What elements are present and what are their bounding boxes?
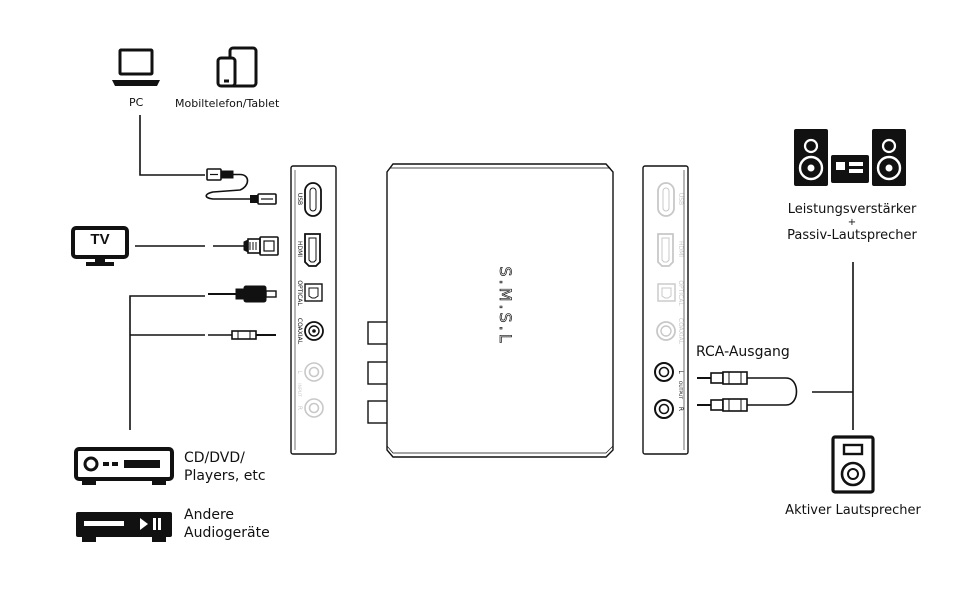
andere-label: Andere Audiogeräte bbox=[184, 506, 270, 542]
amp-label-plus: + bbox=[847, 217, 857, 228]
connection-lines-right bbox=[812, 262, 854, 430]
tv-icon bbox=[71, 226, 129, 266]
left-port-label-optical: OPTICAL bbox=[296, 280, 303, 306]
usb-port bbox=[304, 182, 322, 217]
cd-label-line2: Players, etc bbox=[184, 468, 266, 484]
connection-lines-left bbox=[129, 115, 205, 430]
left-port-label-coaxial: COAXIAL bbox=[296, 318, 303, 345]
right-port-label-hdmi: HDMI bbox=[677, 241, 684, 257]
amp-label: Leistungsverstärker + Passiv-Lautspreche… bbox=[767, 201, 937, 244]
right-port-panel bbox=[642, 165, 689, 455]
coaxial-cable-icon bbox=[208, 330, 276, 340]
brand-logo: S.M.S.L bbox=[496, 266, 515, 345]
cd-dvd-player-icon bbox=[74, 447, 174, 485]
pc-label: PC bbox=[129, 96, 144, 109]
hdmi-cable-icon bbox=[213, 236, 279, 256]
tv-label: TV bbox=[90, 231, 110, 248]
left-port-label-input: INPUT bbox=[296, 383, 302, 397]
amp-label-line1: Leistungsverstärker bbox=[787, 202, 917, 217]
andere-label-line1: Andere bbox=[184, 507, 235, 523]
left-port-label-hdmi: HDMI bbox=[296, 241, 303, 257]
usb-cable-icon bbox=[205, 168, 277, 205]
cd-label: CD/DVD/ Players, etc bbox=[184, 449, 266, 485]
hdmi-port bbox=[304, 233, 321, 267]
left-port-label-l: L bbox=[296, 370, 303, 374]
amp-label-line2: Passiv-Lautsprecher bbox=[787, 228, 917, 243]
active-speaker-label: Aktiver Lautsprecher bbox=[785, 503, 921, 518]
cd-label-line1: CD/DVD/ bbox=[184, 450, 245, 466]
left-port-panel bbox=[290, 165, 337, 455]
mobile-label: Mobiltelefon/Tablet bbox=[175, 97, 280, 110]
stereo-system-icon bbox=[794, 129, 906, 186]
faded-digital-ports bbox=[656, 182, 676, 341]
optical-cable-icon bbox=[208, 285, 277, 303]
smsl-device bbox=[367, 163, 614, 458]
left-port-label-usb: USB bbox=[296, 193, 303, 205]
right-port-label-coaxial: COAXIAL bbox=[677, 318, 684, 345]
laptop-icon bbox=[112, 48, 160, 86]
rca-cable-icon bbox=[697, 371, 798, 412]
rca-input-ports bbox=[304, 362, 324, 418]
optical-port bbox=[304, 283, 323, 302]
media-player-icon bbox=[76, 512, 172, 542]
active-speaker-icon bbox=[831, 435, 875, 494]
rca-label: RCA-Ausgang bbox=[696, 344, 790, 360]
right-port-label-l: L bbox=[677, 370, 684, 374]
left-port-label-r: R bbox=[296, 406, 303, 410]
right-port-label-optical: OPTICAL bbox=[677, 280, 684, 306]
right-port-label-r: R bbox=[677, 407, 684, 411]
right-port-label-usb: USB bbox=[677, 193, 684, 205]
andere-label-line2: Audiogeräte bbox=[184, 525, 270, 541]
right-port-label-output: OUTPUT bbox=[677, 381, 683, 400]
phone-tablet-icon bbox=[216, 46, 258, 88]
rca-output-ports bbox=[654, 362, 674, 419]
coaxial-port bbox=[304, 321, 324, 341]
